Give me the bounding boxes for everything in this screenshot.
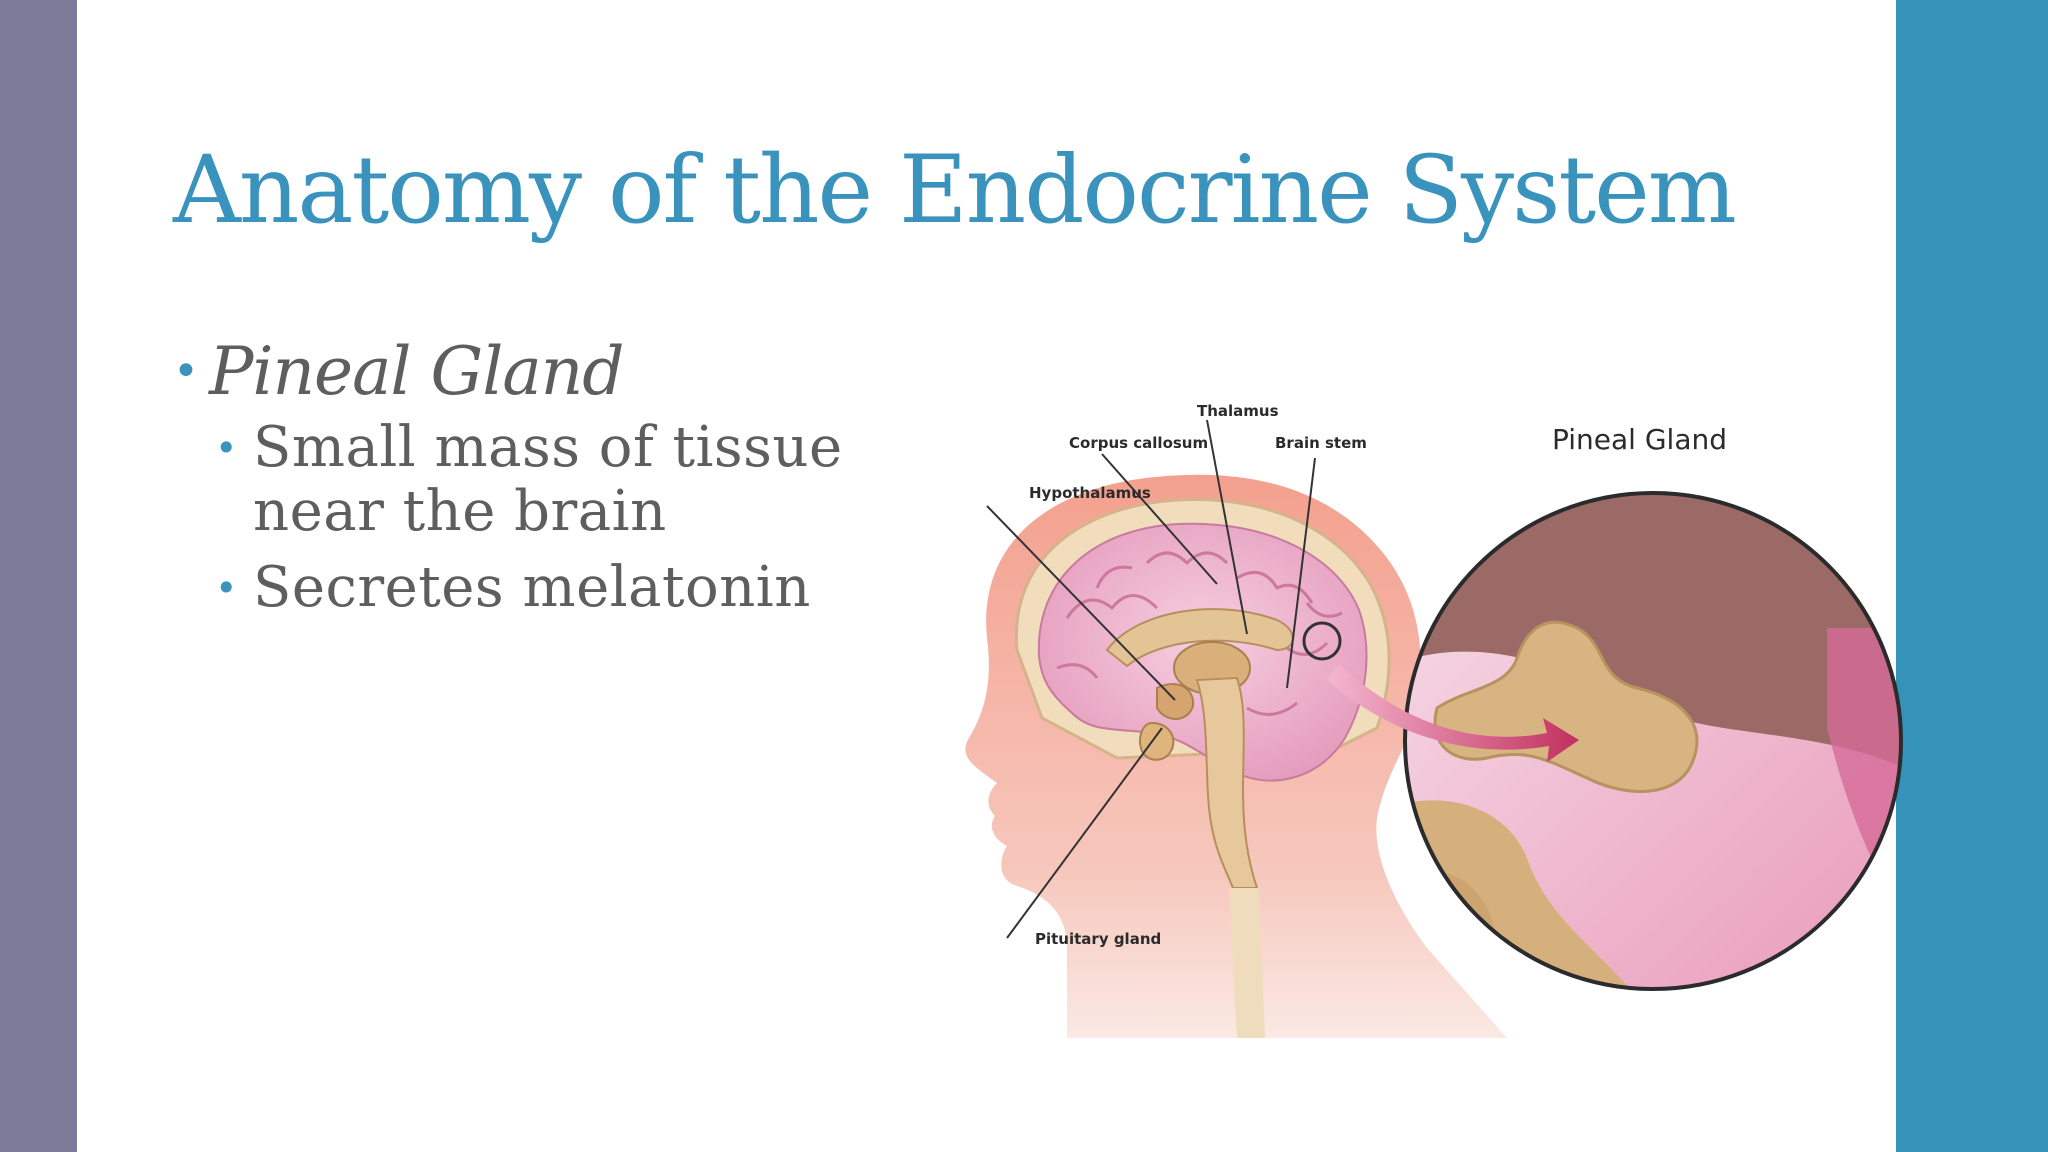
bullet-text: Pineal Gland xyxy=(209,333,624,410)
label-brain-stem: Brain stem xyxy=(1275,434,1367,452)
brain-folds xyxy=(1056,551,1343,716)
bullet-dot-icon: • xyxy=(215,566,238,610)
hypothalamus xyxy=(1156,683,1195,720)
right-accent-bar xyxy=(1896,0,2048,1152)
pineal-marker xyxy=(1302,621,1342,661)
slide: Anatomy of the Endocrine System • Pineal… xyxy=(77,0,1903,1152)
arrow-icon xyxy=(1327,664,1579,762)
label-pituitary-gland: Pituitary gland xyxy=(1035,930,1161,948)
bullet-dot-icon: • xyxy=(173,346,199,397)
label-thalamus: Thalamus xyxy=(1197,402,1279,420)
leader-lines xyxy=(986,419,1316,939)
bullet-level1: • Pineal Gland xyxy=(173,332,873,412)
label-pineal-gland: Pineal Gland xyxy=(1552,423,1727,456)
bullet-level2: • Secretes melatonin xyxy=(173,556,873,620)
bullet-level2: • Small mass of tissue near the brain xyxy=(173,416,873,544)
magnified-view-border xyxy=(1403,491,1903,991)
bullet-list: • Pineal Gland • Small mass of tissue ne… xyxy=(173,332,873,620)
spinal-cord xyxy=(1229,888,1265,1038)
label-hypothalamus: Hypothalamus xyxy=(1029,484,1151,502)
brain-anatomy-illustration: Thalamus Corpus callosum Brain stem Hypo… xyxy=(965,402,1903,1038)
bullet-text: Secretes melatonin xyxy=(253,555,811,620)
left-accent-bar xyxy=(0,0,77,1152)
bullet-text: Small mass of tissue near the brain xyxy=(253,415,843,544)
label-corpus-callosum: Corpus callosum xyxy=(1069,434,1208,452)
pituitary-gland xyxy=(1139,721,1175,761)
slide-title: Anatomy of the Endocrine System xyxy=(173,136,1737,245)
bullet-dot-icon: • xyxy=(215,426,238,470)
